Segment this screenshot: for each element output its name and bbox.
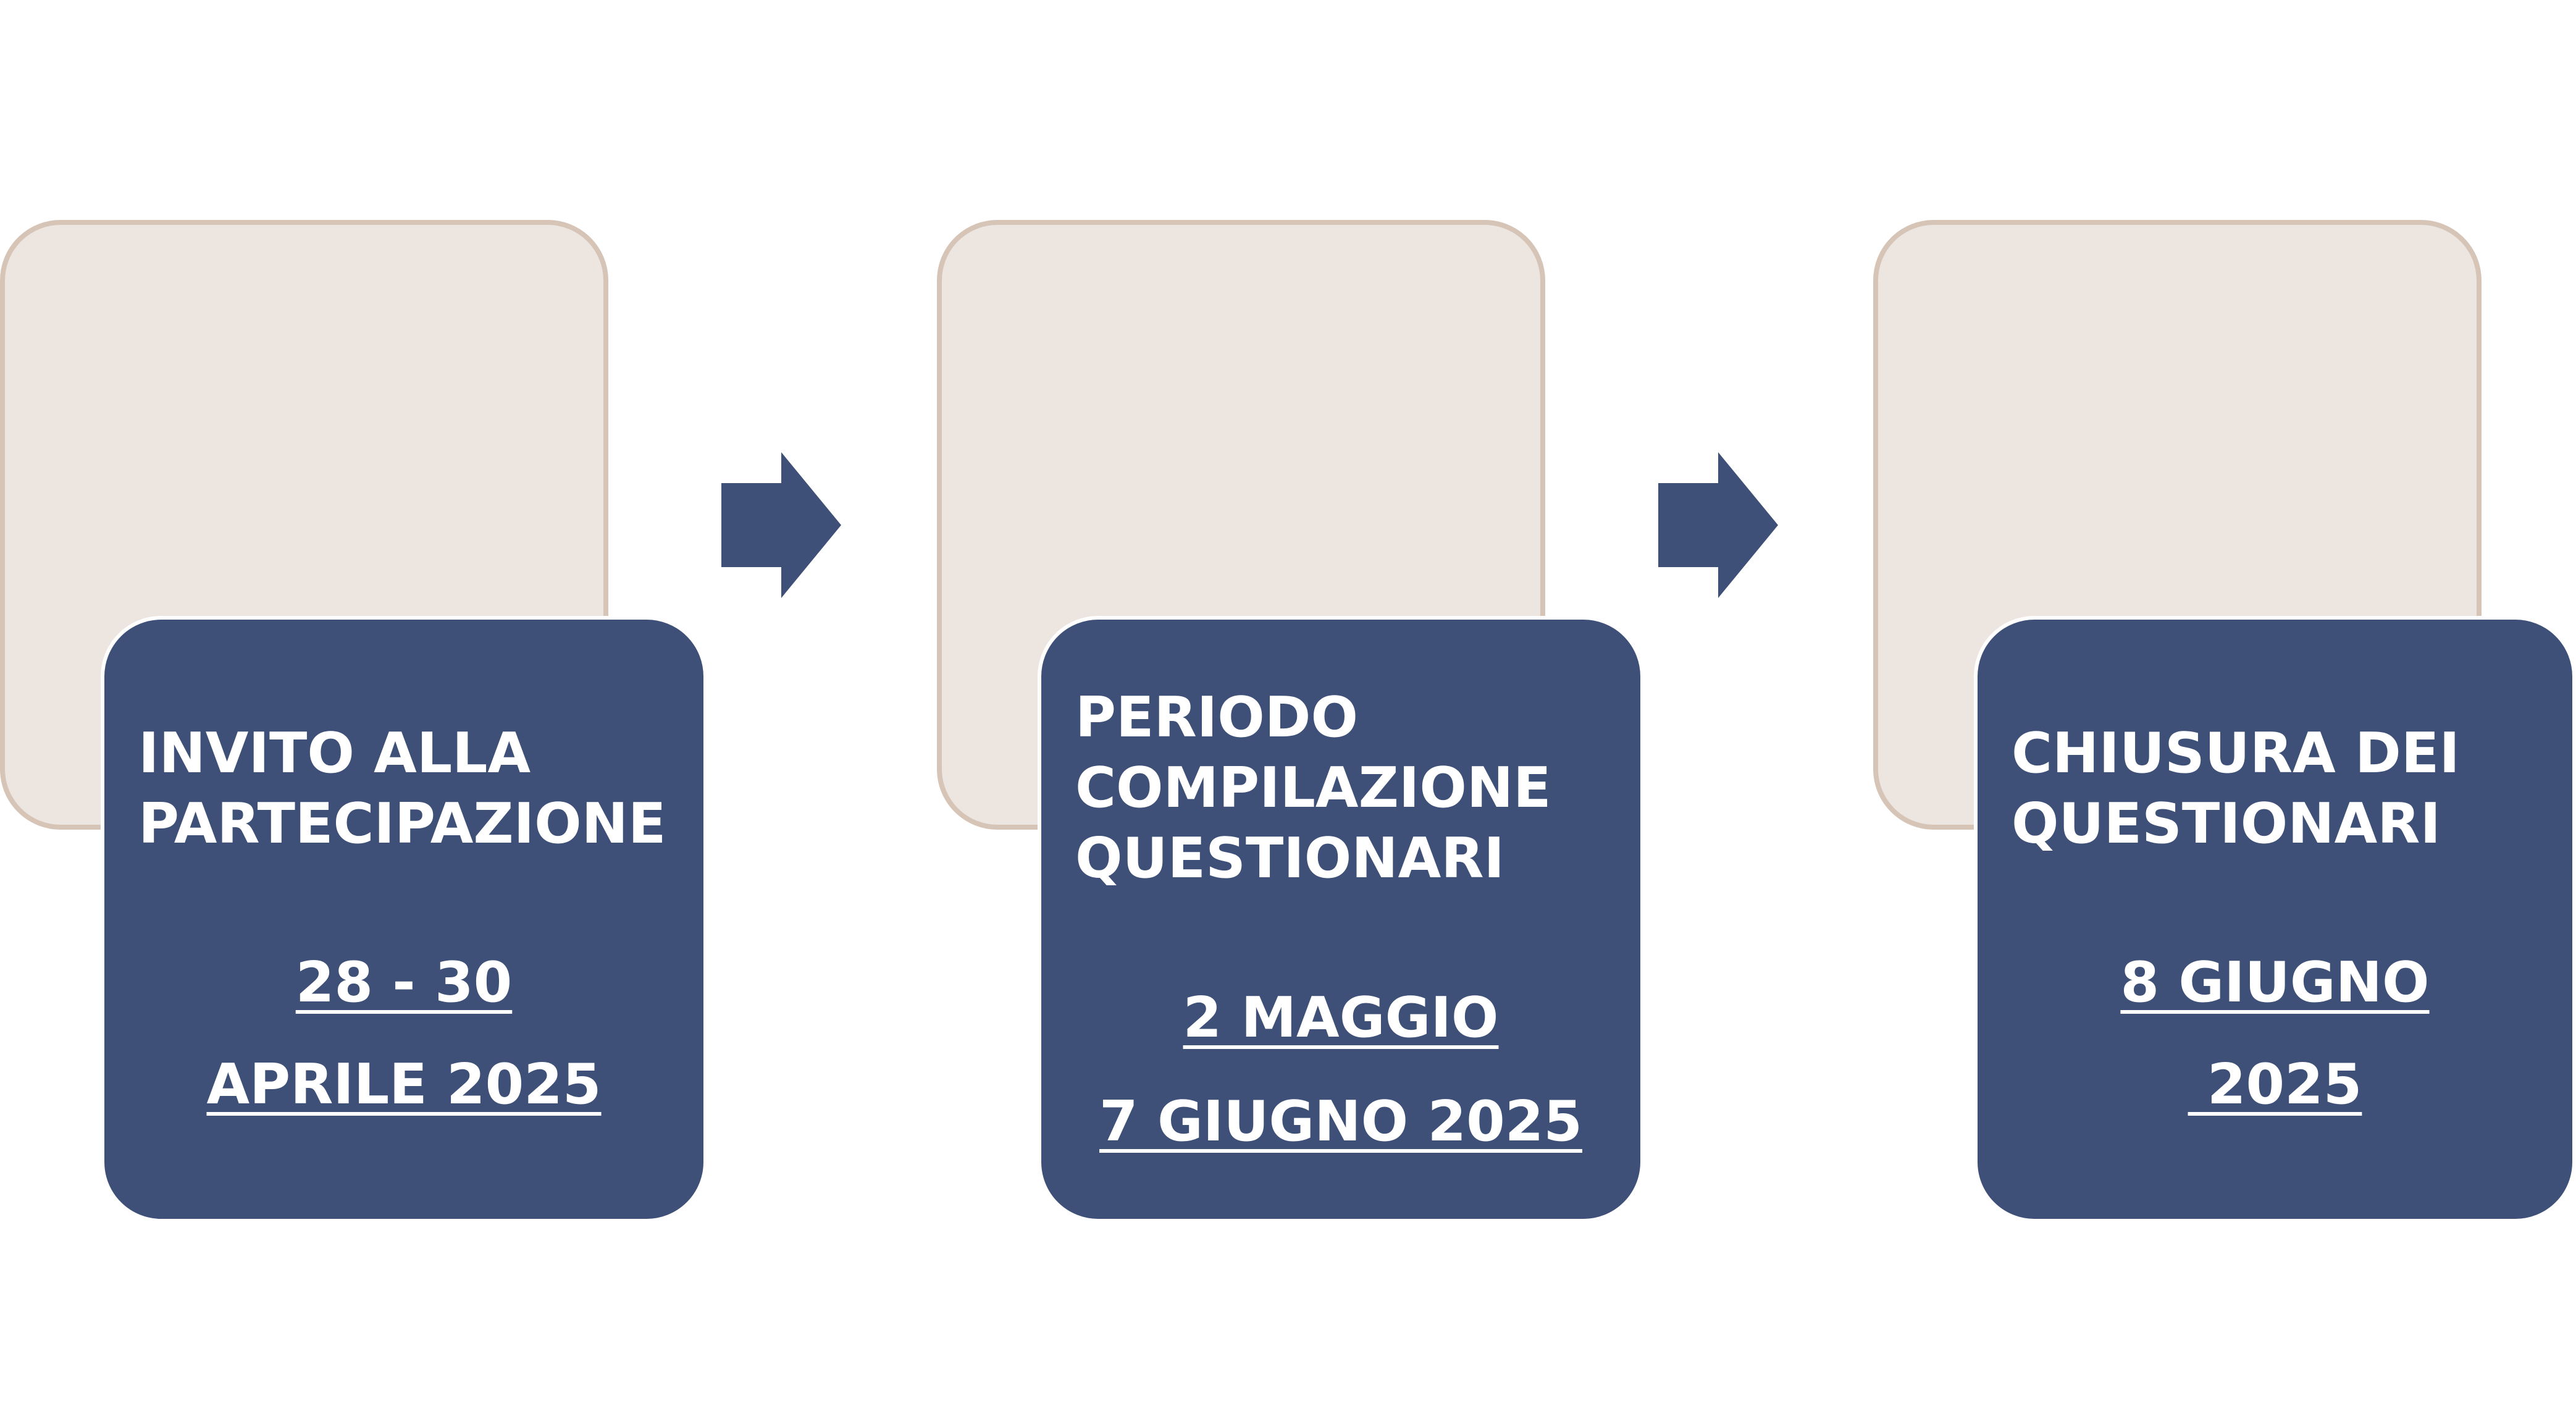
step-1-title-line-1: INVITO ALLA [138, 721, 531, 786]
step-3-title: CHIUSURA DEI QUESTIONARI [2012, 718, 2460, 859]
right-arrow-icon [1658, 452, 1778, 598]
step-2-title: PERIODO COMPILAZIONE QUESTIONARI [1075, 683, 1551, 894]
step-2-title-line-3: QUESTIONARI [1075, 826, 1505, 891]
step-1-title: INVITO ALLA PARTECIPAZIONE [138, 718, 666, 859]
step-1-date-line-1: 28 - 30 [295, 950, 513, 1015]
step-2-date-line-1: 2 MAGGIO [1183, 985, 1499, 1050]
step-2-date-line-2: 7 GIUGNO 2025 [1099, 1089, 1582, 1154]
step-2-title-line-2: COMPILAZIONE [1075, 756, 1551, 820]
step-1-card: INVITO ALLA PARTECIPAZIONE 28 - 30 APRIL… [101, 616, 707, 1223]
step-3-title-line-1: CHIUSURA DEI [2012, 721, 2460, 786]
step-3-card: CHIUSURA DEI QUESTIONARI 8 GIUGNO 2025 [1974, 616, 2576, 1223]
step-1-title-line-2: PARTECIPAZIONE [138, 791, 666, 856]
step-3-date-line-1: 8 GIUGNO [2120, 950, 2430, 1015]
step-1-date-line-2: APRILE 2025 [206, 1052, 602, 1117]
step-2-card: PERIODO COMPILAZIONE QUESTIONARI 2 MAGGI… [1038, 616, 1644, 1223]
step-2-title-line-1: PERIODO [1075, 685, 1358, 750]
step-3-title-line-2: QUESTIONARI [2012, 791, 2441, 856]
step-3-date-line-2: 2025 [2188, 1052, 2362, 1117]
right-arrow-icon [721, 452, 841, 598]
